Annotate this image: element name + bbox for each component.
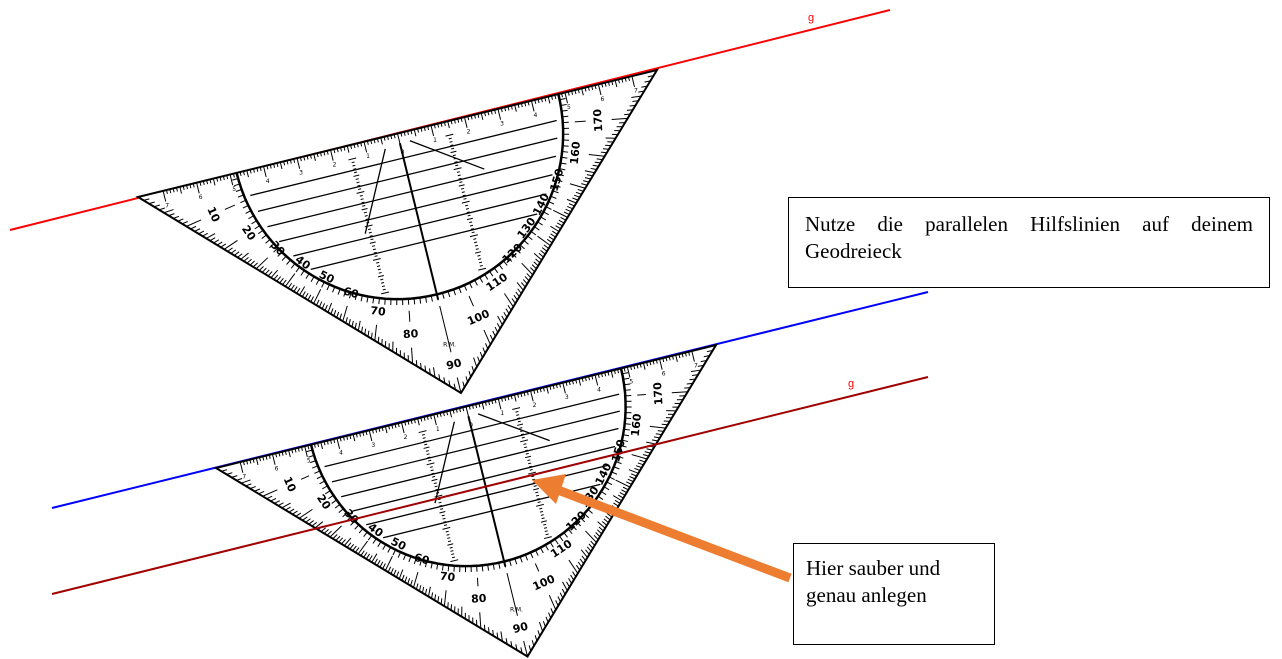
label-g-bottom: g [848, 378, 854, 390]
ruler-number: 6 [199, 194, 203, 201]
angle-number: 10 [281, 475, 299, 495]
ruler-number: 6 [601, 96, 605, 103]
line-g-bottom [51, 376, 929, 595]
ruler-number: 3 [299, 170, 303, 177]
ruler-number: 4 [534, 112, 538, 119]
angle-number: 160 [568, 141, 583, 166]
ruler-number: 2 [467, 129, 471, 136]
ruler-number: 5 [567, 104, 571, 111]
angle-number: 70 [370, 304, 387, 319]
geodreieck-bottom: 7654321123456701020304050607080901001101… [213, 343, 719, 658]
angle-number: 90 [511, 620, 529, 636]
ruler-number: 4 [597, 386, 601, 393]
note-bottom: Hier sauber und genau anlegen [793, 543, 995, 645]
ruler-number: 1 [433, 137, 437, 144]
ruler-number: 7 [165, 202, 169, 209]
ruler-number: 1 [366, 153, 370, 160]
angle-number: 80 [471, 592, 487, 606]
orange-arrow [532, 474, 792, 583]
angle-number: 10 [204, 205, 222, 225]
ruler-number: 2 [333, 161, 337, 168]
note-top: Nutze die parallelen Hilfslinien auf dei… [788, 197, 1270, 288]
ruler-number: 2 [404, 434, 408, 441]
ruler-number: 5 [629, 378, 633, 385]
angle-number: 170 [591, 108, 606, 132]
ruler-number: 3 [371, 442, 375, 449]
ruler-number: 6 [662, 370, 666, 377]
ruler-number: 3 [565, 394, 569, 401]
ruler-number: 2 [533, 402, 537, 409]
angle-number: 160 [629, 413, 644, 438]
angle-number: 80 [403, 327, 419, 341]
ruler-number: 4 [266, 178, 270, 185]
ruler-number: 1 [500, 410, 504, 417]
ruler-number: 5 [232, 186, 236, 193]
ruler-number: 1 [436, 426, 440, 433]
maker-mark: R.M. [510, 607, 523, 614]
angle-number: 90 [445, 356, 463, 372]
ruler-number: 5 [307, 458, 311, 465]
ruler-number: 7 [634, 88, 638, 95]
ruler-number: 7 [694, 362, 698, 369]
ruler-number: 7 [242, 474, 246, 481]
ruler-number: 3 [500, 120, 504, 127]
label-g-top: g [808, 12, 814, 24]
ruler-number: 6 [275, 466, 279, 473]
ruler-number: 4 [339, 450, 343, 457]
angle-number: 170 [651, 381, 666, 405]
geodreieck-top: 7654321123456701020304050607080901001101… [135, 68, 660, 395]
geodreieck-outline [135, 68, 660, 395]
angle-number: 70 [439, 570, 456, 585]
maker-mark: R.M. [443, 341, 456, 348]
